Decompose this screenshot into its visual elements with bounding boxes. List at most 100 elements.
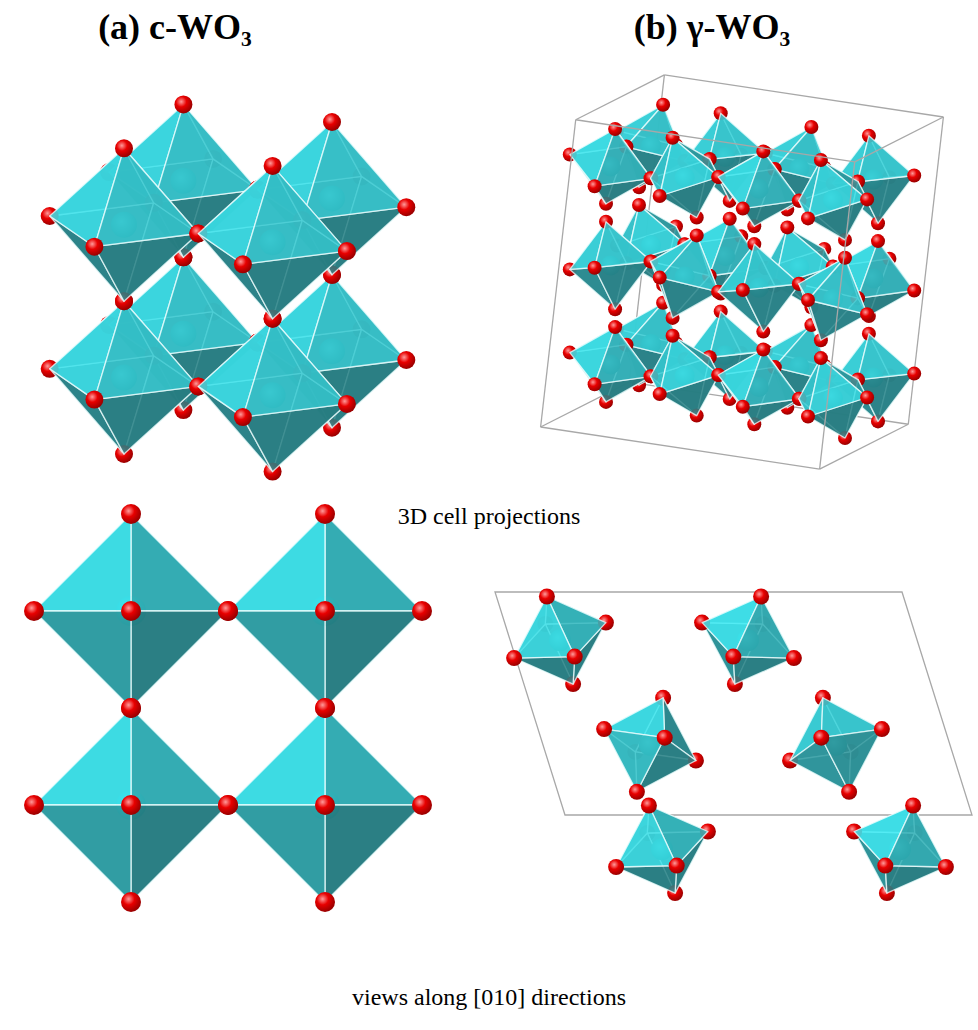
oxygen-atom	[506, 650, 522, 666]
oxygen-atom	[315, 504, 335, 524]
octahedron-face	[604, 729, 665, 792]
oxygen-atom	[905, 798, 921, 814]
oxygen-atom	[938, 859, 954, 875]
panel-label: (a) c-WO₃	[98, 6, 252, 48]
oxygen-atom	[588, 261, 602, 275]
oxygen-atom	[218, 795, 238, 815]
octahedron-face	[131, 611, 228, 708]
unit-cell-edge	[820, 424, 909, 469]
oxygen-atom	[907, 367, 921, 381]
unit-cell-edge	[576, 120, 855, 162]
unit-cell-edge	[855, 117, 944, 162]
octahedron-face	[228, 514, 325, 611]
octahedron-face	[228, 611, 325, 708]
oxygen-atom	[653, 387, 667, 401]
monoclinic-010-octahedra	[495, 589, 972, 902]
oxygen-atom	[121, 795, 141, 815]
octahedron-face	[131, 611, 228, 708]
oxygen-atom	[174, 95, 192, 113]
oxygen-atom	[121, 892, 141, 912]
panel-label: (b) γ-WO₃	[634, 6, 791, 48]
oxygen-atom	[315, 892, 335, 912]
octahedron-face	[34, 708, 131, 805]
octahedron-face	[660, 138, 719, 196]
octahedron-face	[228, 708, 325, 805]
oxygen-atom	[315, 795, 335, 815]
octahedron-face	[34, 805, 131, 902]
oxygen-atom	[801, 410, 815, 424]
octahedron-face	[325, 805, 422, 902]
octahedron-face	[885, 866, 946, 894]
octahedron-face	[821, 729, 882, 792]
oxygen-atom	[907, 169, 921, 183]
oxygen-atom	[841, 784, 857, 800]
octahedron-face	[595, 327, 652, 384]
oxygen-atom	[669, 858, 685, 874]
oxygen-atom	[85, 238, 103, 256]
octahedron-face	[131, 805, 228, 902]
oxygen-atom	[218, 601, 238, 621]
octahedron-face	[325, 805, 422, 902]
oxygen-atom	[725, 649, 741, 665]
octahedron-face	[228, 514, 325, 611]
octahedron-face	[131, 708, 228, 805]
octahedron-face	[743, 284, 800, 332]
oxygen-atom	[596, 721, 612, 737]
octahedron-face	[858, 136, 915, 182]
octahedron-face	[885, 806, 946, 868]
unit-cell-edge	[664, 75, 943, 117]
oxygen-atom	[234, 255, 252, 273]
oxygen-atom	[218, 795, 238, 815]
oxygen-atom	[539, 589, 555, 605]
octahedron-face	[514, 657, 575, 685]
oxygen-atom	[690, 228, 704, 242]
monoclinic-3d-octahedra	[541, 75, 944, 469]
oxygen-atom	[121, 601, 141, 621]
octahedra-group	[506, 589, 954, 902]
oxygen-atom	[723, 212, 737, 226]
octahedron-face	[325, 708, 422, 805]
octahedron-face	[228, 611, 325, 708]
octahedron-face	[595, 129, 652, 186]
oxygen-atom	[315, 698, 335, 718]
oxygen-atom	[780, 220, 794, 234]
unit-cell-edge	[541, 120, 576, 427]
octahedron-face	[616, 866, 677, 894]
oxygen-atom	[338, 395, 356, 413]
oxygen-atom	[567, 649, 583, 665]
oxygen-atom	[871, 234, 885, 248]
oxygen-atom	[397, 198, 415, 216]
octahedron-face	[858, 334, 915, 380]
octahedron-face	[94, 148, 198, 246]
octahedron-face	[302, 275, 406, 373]
octahedron-face	[325, 611, 422, 708]
oxygen-atom	[838, 251, 852, 265]
unit-cell-edge	[820, 162, 855, 469]
oxygen-atom	[24, 601, 44, 621]
oxygen-atom	[323, 113, 341, 131]
octahedron-face	[858, 176, 915, 224]
oxygen-atom	[121, 504, 141, 524]
oxygen-atom	[629, 784, 645, 800]
octahedron-face	[808, 258, 867, 315]
oxygen-atom	[315, 601, 335, 621]
oxygen-atom	[860, 391, 874, 405]
octahedron-face	[228, 805, 325, 902]
octahedron-face	[94, 301, 198, 399]
octahedron-face	[858, 374, 915, 422]
octahedra-group	[563, 98, 921, 445]
oxygen-atom	[666, 329, 680, 343]
octahedron-face	[131, 514, 228, 611]
octahedron-face	[616, 806, 677, 868]
octahedron-face	[34, 514, 131, 611]
octahedron-face	[733, 597, 794, 659]
oxygen-atom	[608, 320, 622, 334]
oxygen-atom	[877, 858, 893, 874]
oxygen-atom	[608, 859, 624, 875]
oxygen-atom	[85, 391, 103, 409]
oxygen-atom	[653, 189, 667, 203]
octahedron-face	[34, 611, 131, 708]
oxygen-atom	[115, 139, 133, 157]
oxygen-atom	[736, 400, 750, 414]
octahedron-face	[243, 166, 347, 264]
